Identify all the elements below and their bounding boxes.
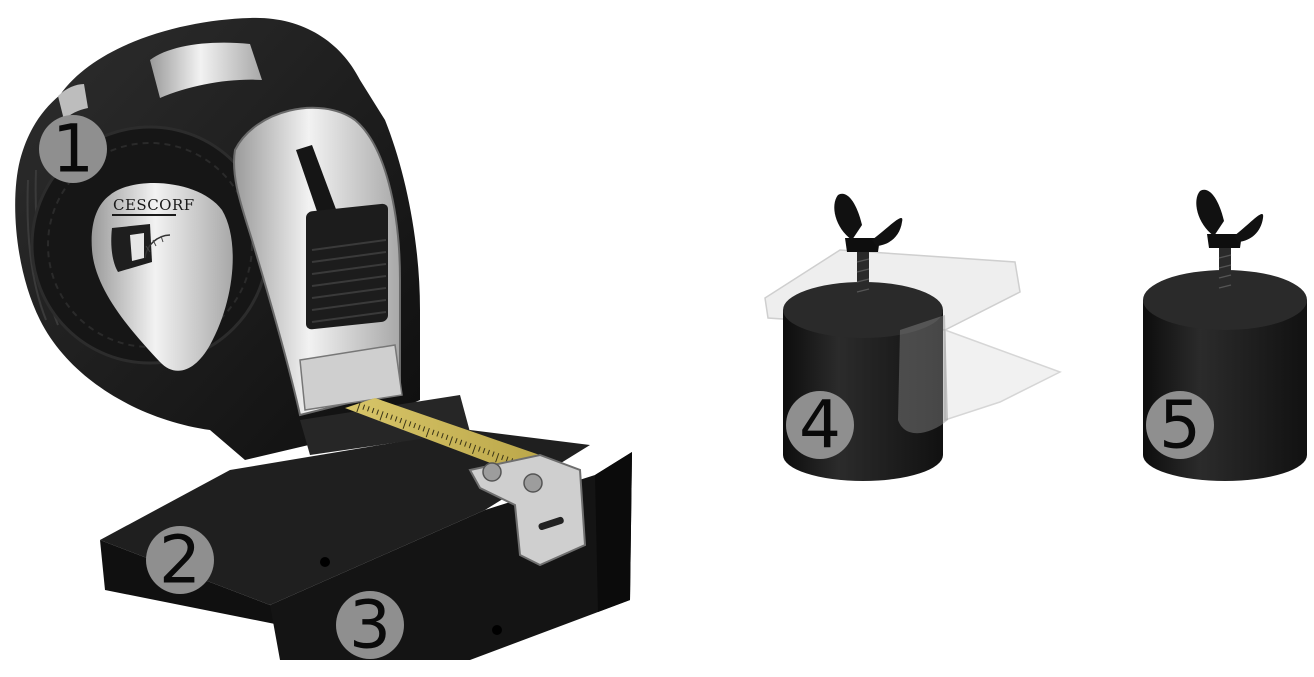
- svg-text:5: 5: [1159, 387, 1201, 464]
- svg-text:4: 4: [799, 387, 841, 464]
- svg-text:2: 2: [159, 522, 201, 599]
- tape-measure-housing: [15, 18, 420, 460]
- svg-text:CESCORF: CESCORF: [113, 196, 195, 214]
- svg-text:3: 3: [349, 587, 391, 664]
- svg-text:1: 1: [52, 111, 94, 188]
